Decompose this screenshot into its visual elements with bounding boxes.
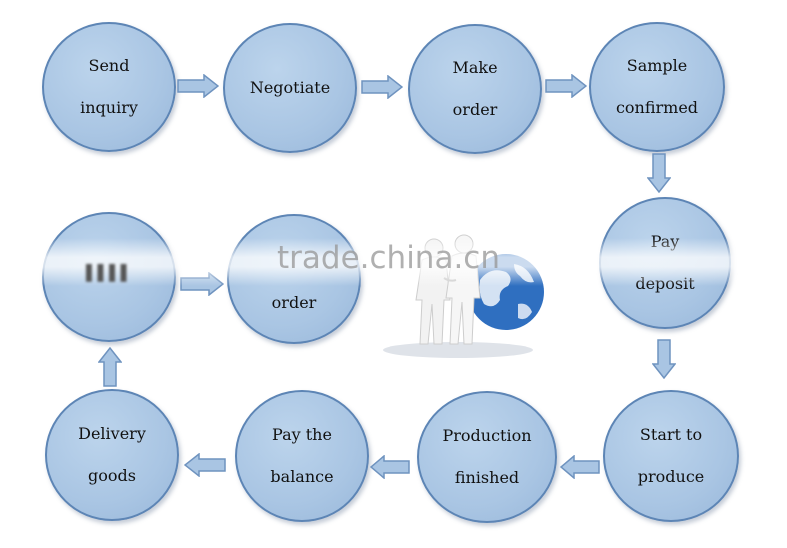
node-sample-confirmed: Sample confirmed xyxy=(589,22,725,152)
node-label: Start to xyxy=(639,425,703,444)
node-label: goods xyxy=(88,466,136,485)
node-delivery-goods: Delivery goods xyxy=(45,389,179,521)
node-pay-the-balance: Pay the balance xyxy=(235,390,369,522)
blurred-node-text: ▌▌▌▌ xyxy=(86,264,133,282)
node-label: order xyxy=(452,100,498,119)
node-label: confirmed xyxy=(615,98,699,117)
node-start-to-produce: Start to produce xyxy=(603,390,739,522)
node-label: Make xyxy=(452,58,498,77)
node-production-finished: Production finished xyxy=(417,391,557,523)
node-label: Sample xyxy=(626,56,688,75)
arrow-right-icon xyxy=(177,74,219,98)
node-send-inquiry: Send inquiry xyxy=(42,22,176,152)
watermark-text: trade.china.cn xyxy=(277,240,500,276)
node-label: inquiry xyxy=(80,98,138,117)
node-label: balance xyxy=(270,467,334,486)
arrow-right-icon xyxy=(545,74,587,98)
node-label: Negotiate xyxy=(249,78,331,97)
arrow-left-icon xyxy=(370,455,410,479)
node-label: finished xyxy=(454,468,520,487)
node-label: Pay the xyxy=(272,425,332,444)
arrow-down-icon xyxy=(652,339,676,379)
node-label: Production xyxy=(442,426,532,445)
watermark-band xyxy=(30,238,750,286)
arrow-left-icon xyxy=(560,455,600,479)
node-label: produce xyxy=(637,467,705,486)
node-label: order xyxy=(271,293,317,312)
node-make-order: Make order xyxy=(408,24,542,154)
node-label: Send xyxy=(88,56,130,75)
node-label: Delivery xyxy=(78,424,146,443)
arrow-left-icon xyxy=(184,453,226,477)
arrow-up-icon xyxy=(98,347,122,387)
arrow-right-icon xyxy=(361,75,403,99)
arrow-down-icon xyxy=(647,153,671,193)
node-negotiate: Negotiate xyxy=(223,23,357,153)
